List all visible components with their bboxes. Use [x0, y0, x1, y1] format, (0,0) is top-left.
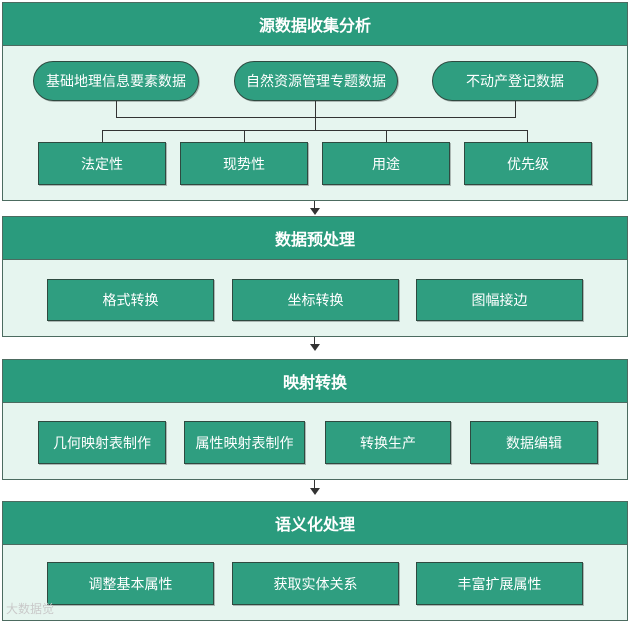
connector-trunk: [315, 101, 316, 118]
flow-arrow-head-2: [310, 344, 320, 351]
connector-items-bar: [102, 130, 528, 131]
sem-entity-relations: 获取实体关系: [232, 562, 399, 605]
analysis-priority: 优先级: [464, 142, 592, 185]
connector-branch-right: [515, 101, 516, 118]
connector-item-4: [527, 130, 528, 143]
flow-arrow-line-3: [314, 480, 315, 489]
analysis-legality: 法定性: [38, 142, 166, 185]
connector-trunk-lower: [315, 118, 316, 130]
stage-title: 语义化处理: [3, 502, 627, 545]
analysis-currency: 现势性: [180, 142, 308, 185]
sem-extended-attributes: 丰富扩展属性: [416, 562, 583, 605]
map-geometry-table: 几何映射表制作: [38, 421, 166, 464]
source-natural-resources: 自然资源管理专题数据: [234, 61, 398, 101]
prep-sheet-edge-matching: 图幅接边: [416, 279, 583, 321]
stage-title: 数据预处理: [3, 217, 627, 260]
flow-arrow-line-1: [314, 201, 315, 209]
map-conversion-production: 转换生产: [325, 421, 451, 464]
map-data-editing: 数据编辑: [470, 421, 598, 464]
prep-coordinate-conversion: 坐标转换: [232, 279, 399, 321]
connector-branch-left: [116, 101, 117, 118]
connector-item-3: [386, 130, 387, 143]
stage-title: 源数据收集分析: [3, 3, 627, 46]
stage-title: 映射转换: [3, 360, 627, 403]
connector-sources-bar: [116, 117, 516, 118]
source-basic-geographic: 基础地理信息要素数据: [33, 61, 199, 101]
map-attribute-table: 属性映射表制作: [184, 421, 305, 464]
prep-format-conversion: 格式转换: [47, 279, 214, 321]
watermark: 大数据觉: [6, 602, 55, 616]
flow-arrow-line-2: [314, 337, 315, 345]
source-real-estate: 不动产登记数据: [432, 61, 598, 101]
analysis-usage: 用途: [322, 142, 450, 185]
flow-arrow-head-3: [310, 488, 320, 495]
sem-adjust-attributes: 调整基本属性: [47, 562, 214, 605]
connector-item-1: [102, 130, 103, 143]
connector-item-2: [244, 130, 245, 143]
flow-arrow-head-1: [310, 208, 320, 215]
